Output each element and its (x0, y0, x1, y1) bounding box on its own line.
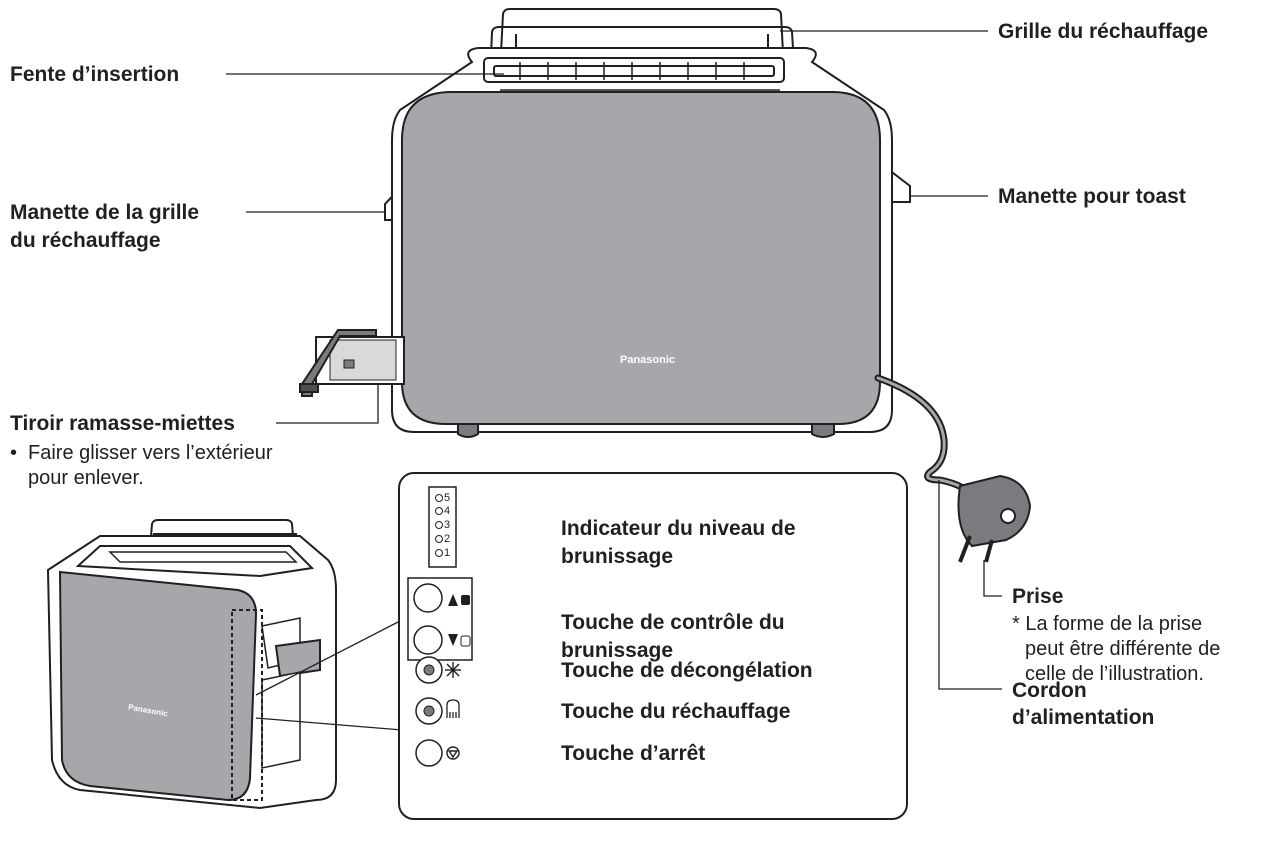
prise-note-3: celle de l’illustration. (1025, 663, 1204, 685)
tiroir-note-2: pour enlever. (28, 467, 144, 489)
down-arrow-icon (448, 634, 458, 646)
toaster-small (46, 519, 337, 810)
level-led (435, 535, 443, 543)
prise-note-1: * La forme de la prise (1012, 613, 1203, 635)
label-manette-grille-1: Manette de la grille (10, 201, 200, 224)
level-2: 2 (444, 533, 451, 545)
label-manette-toast: Manette pour toast (998, 185, 1186, 208)
label-decongelation: Touche de décongélation (561, 659, 813, 682)
level-led (435, 549, 443, 557)
level-5: 5 (444, 492, 451, 504)
label-cordon-1: Cordon (1012, 679, 1087, 702)
label-prise: Prise (1012, 585, 1064, 608)
foot-left (457, 423, 479, 438)
label-indicateur-1: Indicateur du niveau de (561, 517, 796, 540)
plug (957, 474, 1032, 563)
stop-button[interactable] (415, 739, 443, 767)
browning-down-button[interactable] (413, 625, 443, 655)
label-manette-grille-2: du réchauffage (10, 229, 161, 252)
prise-note-2: peut être différente de (1025, 638, 1221, 660)
toaster-main (299, 8, 911, 438)
snowflake-icon (445, 662, 461, 678)
level-4: 4 (444, 505, 451, 517)
label-tiroir: Tiroir ramasse-miettes (10, 412, 235, 435)
brand-logo: Panasonic (620, 354, 676, 366)
tiroir-note-1: Faire glisser vers l’extérieur (28, 442, 273, 464)
level-led (435, 507, 443, 515)
insertion-slot (483, 57, 785, 91)
tiroir-bullet: • (10, 442, 18, 464)
level-led (435, 521, 443, 529)
label-arret: Touche d’arrêt (561, 742, 706, 765)
label-rechauffage: Touche du réchauffage (561, 700, 791, 723)
level-3: 3 (444, 519, 451, 531)
browning-up-button[interactable] (413, 583, 443, 613)
foot-right (811, 423, 835, 438)
label-grille: Grille du réchauffage (998, 20, 1209, 43)
label-cordon-2: d’alimentation (1012, 706, 1155, 729)
warmer-icon (446, 699, 460, 718)
label-indicateur-2: brunissage (561, 545, 674, 568)
stop-icon (446, 746, 460, 760)
level-led (435, 494, 443, 502)
up-arrow-icon (448, 594, 458, 606)
label-controle-2: brunissage (561, 639, 674, 662)
light-toast-icon (460, 635, 471, 647)
label-controle-1: Touche de contrôle du (561, 611, 785, 634)
front-panel (401, 91, 881, 425)
label-fente: Fente d’insertion (10, 63, 180, 86)
crumb-tray (299, 329, 405, 397)
dark-toast-icon (461, 595, 470, 605)
control-panel-callout (398, 472, 908, 820)
level-1: 1 (444, 547, 451, 559)
